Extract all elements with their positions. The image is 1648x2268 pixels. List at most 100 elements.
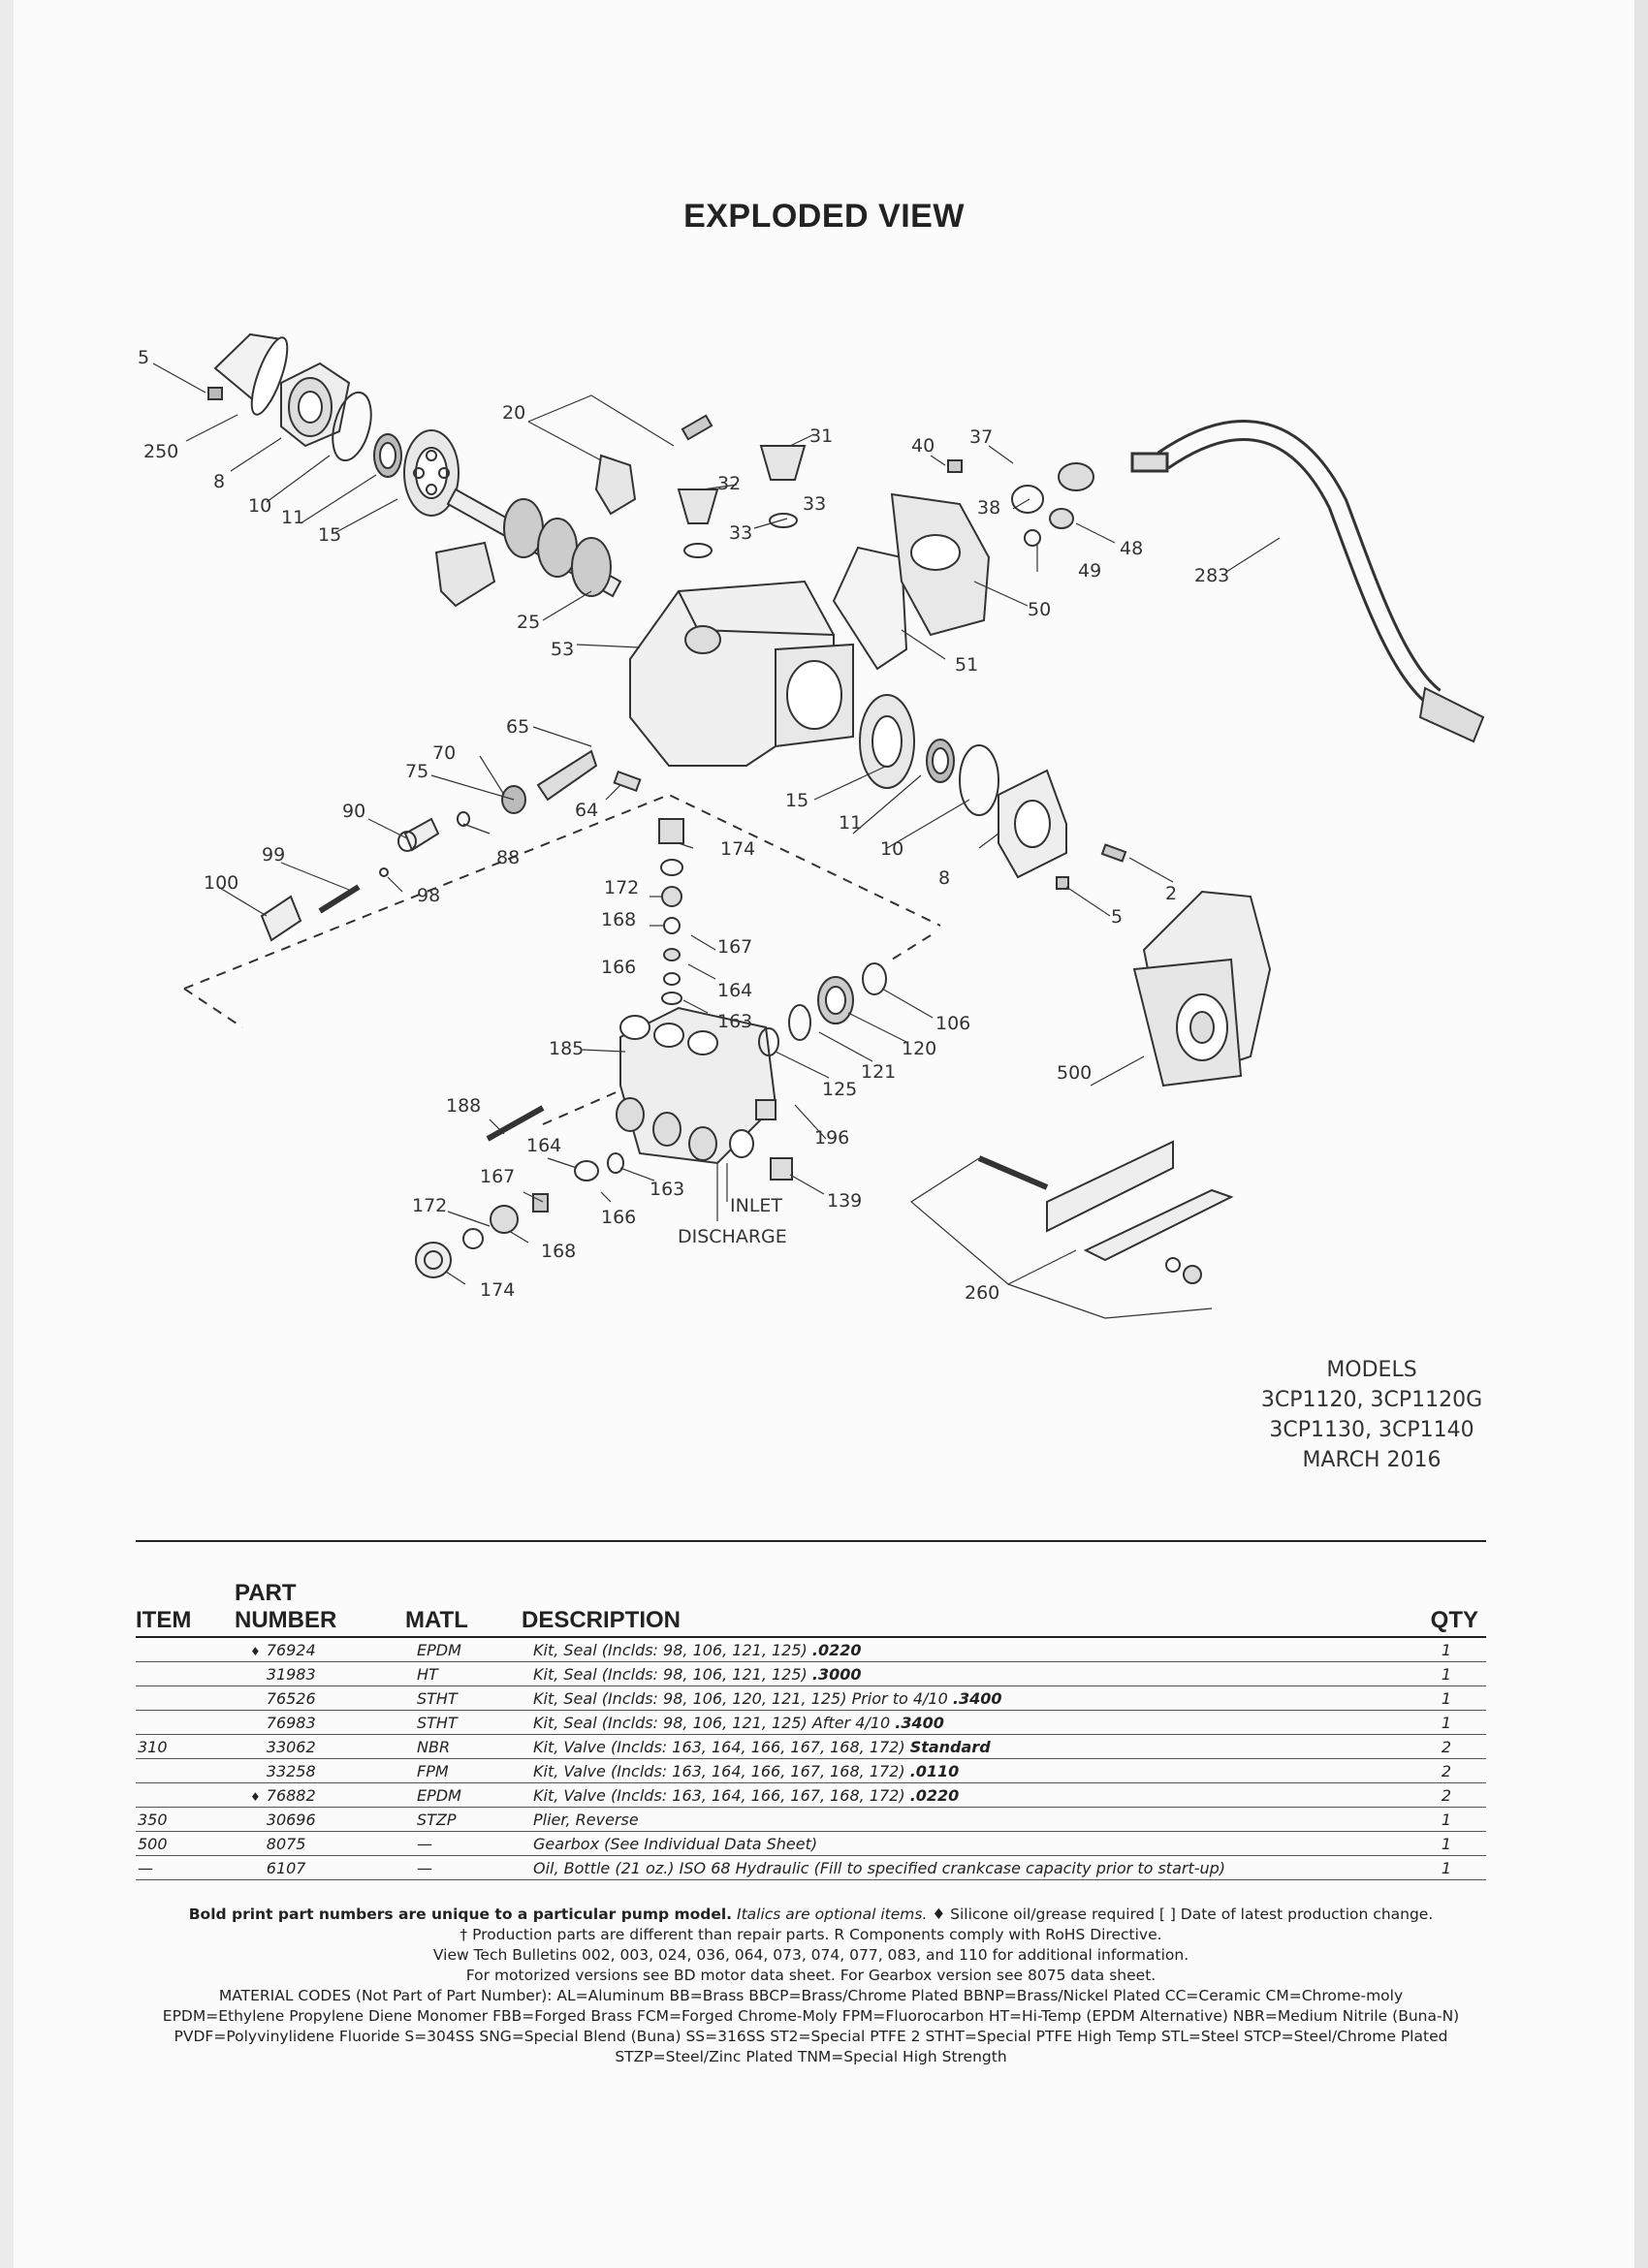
- note-line-5: MATERIAL CODES (Not Part of Part Number)…: [218, 1987, 1404, 2004]
- cell-description: Kit, Seal (Inclds: 98, 106, 120, 121, 12…: [522, 1685, 1366, 1711]
- description-bold-suffix: .0220: [909, 1785, 960, 1805]
- models-heading: MODELS: [1326, 1358, 1417, 1382]
- callout-163a: 163: [717, 1011, 752, 1032]
- cell-description: Plier, Reverse: [522, 1807, 1366, 1832]
- item-text: 310: [138, 1737, 168, 1756]
- callout-51: 51: [955, 654, 978, 676]
- cell-matl: HT: [405, 1661, 522, 1686]
- callout-33b: 33: [803, 493, 826, 515]
- callout-166a: 166: [601, 957, 636, 978]
- part-number-text: 76526: [266, 1688, 316, 1708]
- models-block: MODELS 3CP1120, 3CP1120G 3CP1130, 3CP114…: [1231, 1355, 1512, 1475]
- cell-matl: NBR: [405, 1734, 522, 1759]
- cell-item: [136, 1685, 235, 1711]
- cell-part-number: ♦6107: [235, 1855, 405, 1880]
- parts-table: ITEM PART NUMBER MATL DESCRIPTION QTY ♦7…: [136, 1580, 1486, 1880]
- qty-text: 1: [1441, 1664, 1451, 1684]
- callout-168a: 168: [601, 909, 636, 930]
- cell-qty: 1: [1366, 1685, 1486, 1711]
- callout-167b: 167: [480, 1166, 515, 1187]
- callout-260: 260: [965, 1282, 999, 1304]
- cell-part-number: ♦8075: [235, 1831, 405, 1856]
- item-text: 500: [138, 1834, 168, 1853]
- callout-5: 5: [138, 347, 149, 368]
- cell-part-number: ♦33062: [235, 1734, 405, 1759]
- qty-text: 1: [1441, 1640, 1451, 1659]
- matl-text: —: [417, 1834, 432, 1853]
- cell-matl: FPM: [405, 1758, 522, 1783]
- cell-part-number: ♦76924: [235, 1637, 405, 1662]
- callout-37: 37: [969, 426, 993, 448]
- cell-description: Kit, Seal (Inclds: 98, 106, 121, 125) Af…: [522, 1710, 1366, 1735]
- cell-qty: 1: [1366, 1807, 1486, 1832]
- note-bold-parts: Bold print part numbers are unique to a …: [188, 1906, 733, 1923]
- inlet-label: INLET: [730, 1195, 782, 1216]
- callout-15: 15: [318, 524, 341, 546]
- callout-164b: 164: [526, 1135, 561, 1156]
- part-number-text: 33258: [266, 1761, 316, 1780]
- cell-item: [136, 1637, 235, 1662]
- callout-172b: 172: [412, 1195, 447, 1216]
- callout-185: 185: [549, 1038, 584, 1059]
- matl-text: STZP: [417, 1810, 457, 1829]
- silicone-marker: ♦: [250, 1789, 261, 1804]
- cell-item: —: [136, 1855, 235, 1880]
- callout-250: 250: [143, 441, 178, 462]
- part-number-text: 6107: [266, 1858, 306, 1877]
- description-bold-suffix: .3400: [952, 1688, 1002, 1708]
- qty-text: 2: [1441, 1737, 1451, 1756]
- cell-matl: STHT: [405, 1685, 522, 1711]
- cell-item: [136, 1710, 235, 1735]
- description-text: Gearbox (See Individual Data Sheet): [533, 1834, 818, 1853]
- cell-description: Oil, Bottle (21 oz.) ISO 68 Hydraulic (F…: [522, 1855, 1366, 1880]
- qty-text: 2: [1441, 1785, 1451, 1805]
- cell-qty: 1: [1366, 1831, 1486, 1856]
- footnotes: Bold print part numbers are unique to a …: [136, 1905, 1486, 2067]
- page-title: EXPLODED VIEW: [683, 198, 965, 235]
- models-line-1: 3CP1120, 3CP1120G: [1260, 1388, 1483, 1412]
- callout-25: 25: [517, 612, 540, 633]
- matl-text: FPM: [417, 1761, 449, 1780]
- part-number-text: 76882: [266, 1785, 316, 1805]
- note-line-6: EPDM=Ethylene Propylene Diene Monomer FB…: [162, 2007, 1460, 2025]
- callout-196: 196: [814, 1127, 849, 1149]
- description-text: Kit, Valve (Inclds: 163, 164, 166, 167, …: [533, 1761, 910, 1780]
- callout-53: 53: [551, 639, 574, 660]
- part-number-text: 8075: [266, 1834, 306, 1853]
- description-bold-suffix: .3000: [811, 1664, 862, 1684]
- callout-88: 88: [496, 847, 520, 868]
- cell-qty: 1: [1366, 1710, 1486, 1735]
- qty-text: 1: [1441, 1858, 1451, 1877]
- callout-8: 8: [213, 471, 225, 492]
- cell-qty: 1: [1366, 1637, 1486, 1662]
- callout-33a: 33: [729, 522, 752, 544]
- callout-15b: 15: [785, 790, 808, 811]
- table-top-rule: [136, 1540, 1486, 1542]
- cell-matl: STZP: [405, 1807, 522, 1832]
- callout-11: 11: [281, 507, 304, 528]
- cell-matl: —: [405, 1855, 522, 1880]
- description-bold-suffix: Standard: [909, 1737, 991, 1756]
- description-bold-suffix: .3400: [895, 1713, 944, 1732]
- header-item: ITEM: [136, 1580, 235, 1638]
- cell-item: 500: [136, 1831, 235, 1856]
- callout-5b: 5: [1111, 906, 1123, 928]
- callout-283: 283: [1194, 565, 1229, 586]
- callout-99: 99: [262, 844, 285, 866]
- qty-text: 1: [1441, 1810, 1451, 1829]
- callout-48: 48: [1120, 538, 1143, 559]
- cell-part-number: ♦30696: [235, 1807, 405, 1832]
- part-number-text: 30696: [266, 1810, 316, 1829]
- header-matl: MATL: [405, 1580, 522, 1638]
- qty-text: 2: [1441, 1761, 1451, 1780]
- callout-174a: 174: [720, 838, 755, 860]
- cell-matl: —: [405, 1831, 522, 1856]
- part-number-text: 76983: [266, 1713, 316, 1732]
- cell-qty: 2: [1366, 1734, 1486, 1759]
- cell-description: Kit, Valve (Inclds: 163, 164, 166, 167, …: [522, 1782, 1366, 1808]
- cell-qty: 2: [1366, 1782, 1486, 1808]
- note-line-2: † Production parts are different than re…: [460, 1926, 1162, 1943]
